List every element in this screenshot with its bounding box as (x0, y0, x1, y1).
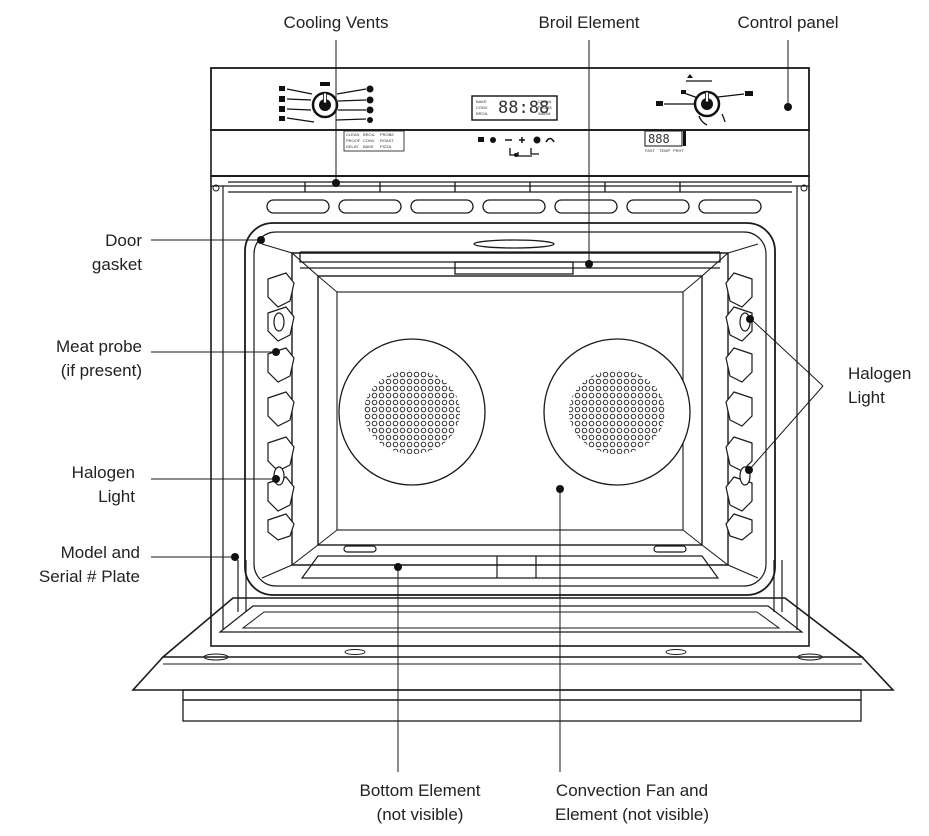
bottom-element-tray (300, 545, 720, 579)
convection-fan-left (338, 338, 486, 486)
svg-text:DELAY: DELAY (346, 144, 359, 149)
cooling-vents (228, 181, 792, 214)
label-bottom-element-line2: (not visible) (377, 805, 464, 824)
broil-element (299, 239, 721, 275)
door-gasket (244, 222, 776, 596)
label-door-gasket-line2: gasket (92, 255, 142, 274)
label-broil-element: Broil Element (538, 13, 639, 32)
rack-supports-right (725, 272, 753, 541)
svg-text:PRHT: PRHT (673, 148, 684, 153)
svg-text:PROBE: PROBE (538, 105, 552, 110)
center-keypad (478, 136, 555, 157)
label-halogen-left-line2: Light (98, 487, 135, 506)
center-display-digits: 88:88 (498, 98, 549, 118)
svg-text:FAST: FAST (645, 148, 656, 153)
callout-lines (151, 40, 824, 772)
control-panel (210, 67, 810, 177)
oven-cavity (261, 243, 759, 579)
svg-text:BAKE: BAKE (363, 144, 374, 149)
left-keypad: CLEAN BROIL PROBE PROOF CONV ROAST DELAY… (343, 130, 405, 152)
callout-markers (231, 103, 792, 571)
svg-text:BROIL: BROIL (476, 111, 489, 116)
label-halogen-left-line1: Halogen (72, 463, 135, 482)
labels: Cooling Vents Broil Element Control pane… (39, 13, 911, 824)
svg-text:TEMP: TEMP (659, 148, 670, 153)
svg-text:CLEAN: CLEAN (346, 132, 359, 137)
svg-text:CONV: CONV (363, 138, 375, 143)
svg-text:PIZZA: PIZZA (380, 144, 392, 149)
label-door-gasket-line1: Door (105, 231, 142, 250)
left-control-knob (279, 82, 374, 123)
svg-text:BAKE: BAKE (476, 99, 487, 104)
right-control-knob (656, 74, 753, 126)
convection-fan-right (543, 338, 691, 486)
label-model-plate-line1: Model and (61, 543, 140, 562)
svg-text:ROAST: ROAST (380, 138, 394, 143)
svg-text:PROBE: PROBE (380, 132, 394, 137)
label-bottom-element-line1: Bottom Element (360, 781, 481, 800)
right-display-digits: 888 (648, 132, 670, 146)
label-cooling-vents: Cooling Vents (284, 13, 389, 32)
label-control-panel: Control panel (737, 13, 838, 32)
label-halogen-right-line1: Halogen (848, 364, 911, 383)
label-model-plate-line2: Serial # Plate (39, 567, 140, 586)
oven-door-open (131, 560, 895, 722)
oven-cabinet (210, 175, 810, 647)
label-meat-probe-line1: Meat probe (56, 337, 142, 356)
label-halogen-right-line2: Light (848, 388, 885, 407)
svg-text:WARM: WARM (538, 111, 551, 116)
label-convection-line1: Convection Fan and (556, 781, 708, 800)
svg-text:BROIL: BROIL (363, 132, 376, 137)
svg-text:PROOF: PROOF (346, 138, 361, 143)
label-convection-line2: Element (not visible) (555, 805, 709, 824)
rack-supports-left (267, 272, 295, 541)
svg-text:CONV: CONV (476, 105, 488, 110)
label-meat-probe-line2: (if present) (61, 361, 142, 380)
svg-text:CLEAN: CLEAN (538, 99, 551, 104)
